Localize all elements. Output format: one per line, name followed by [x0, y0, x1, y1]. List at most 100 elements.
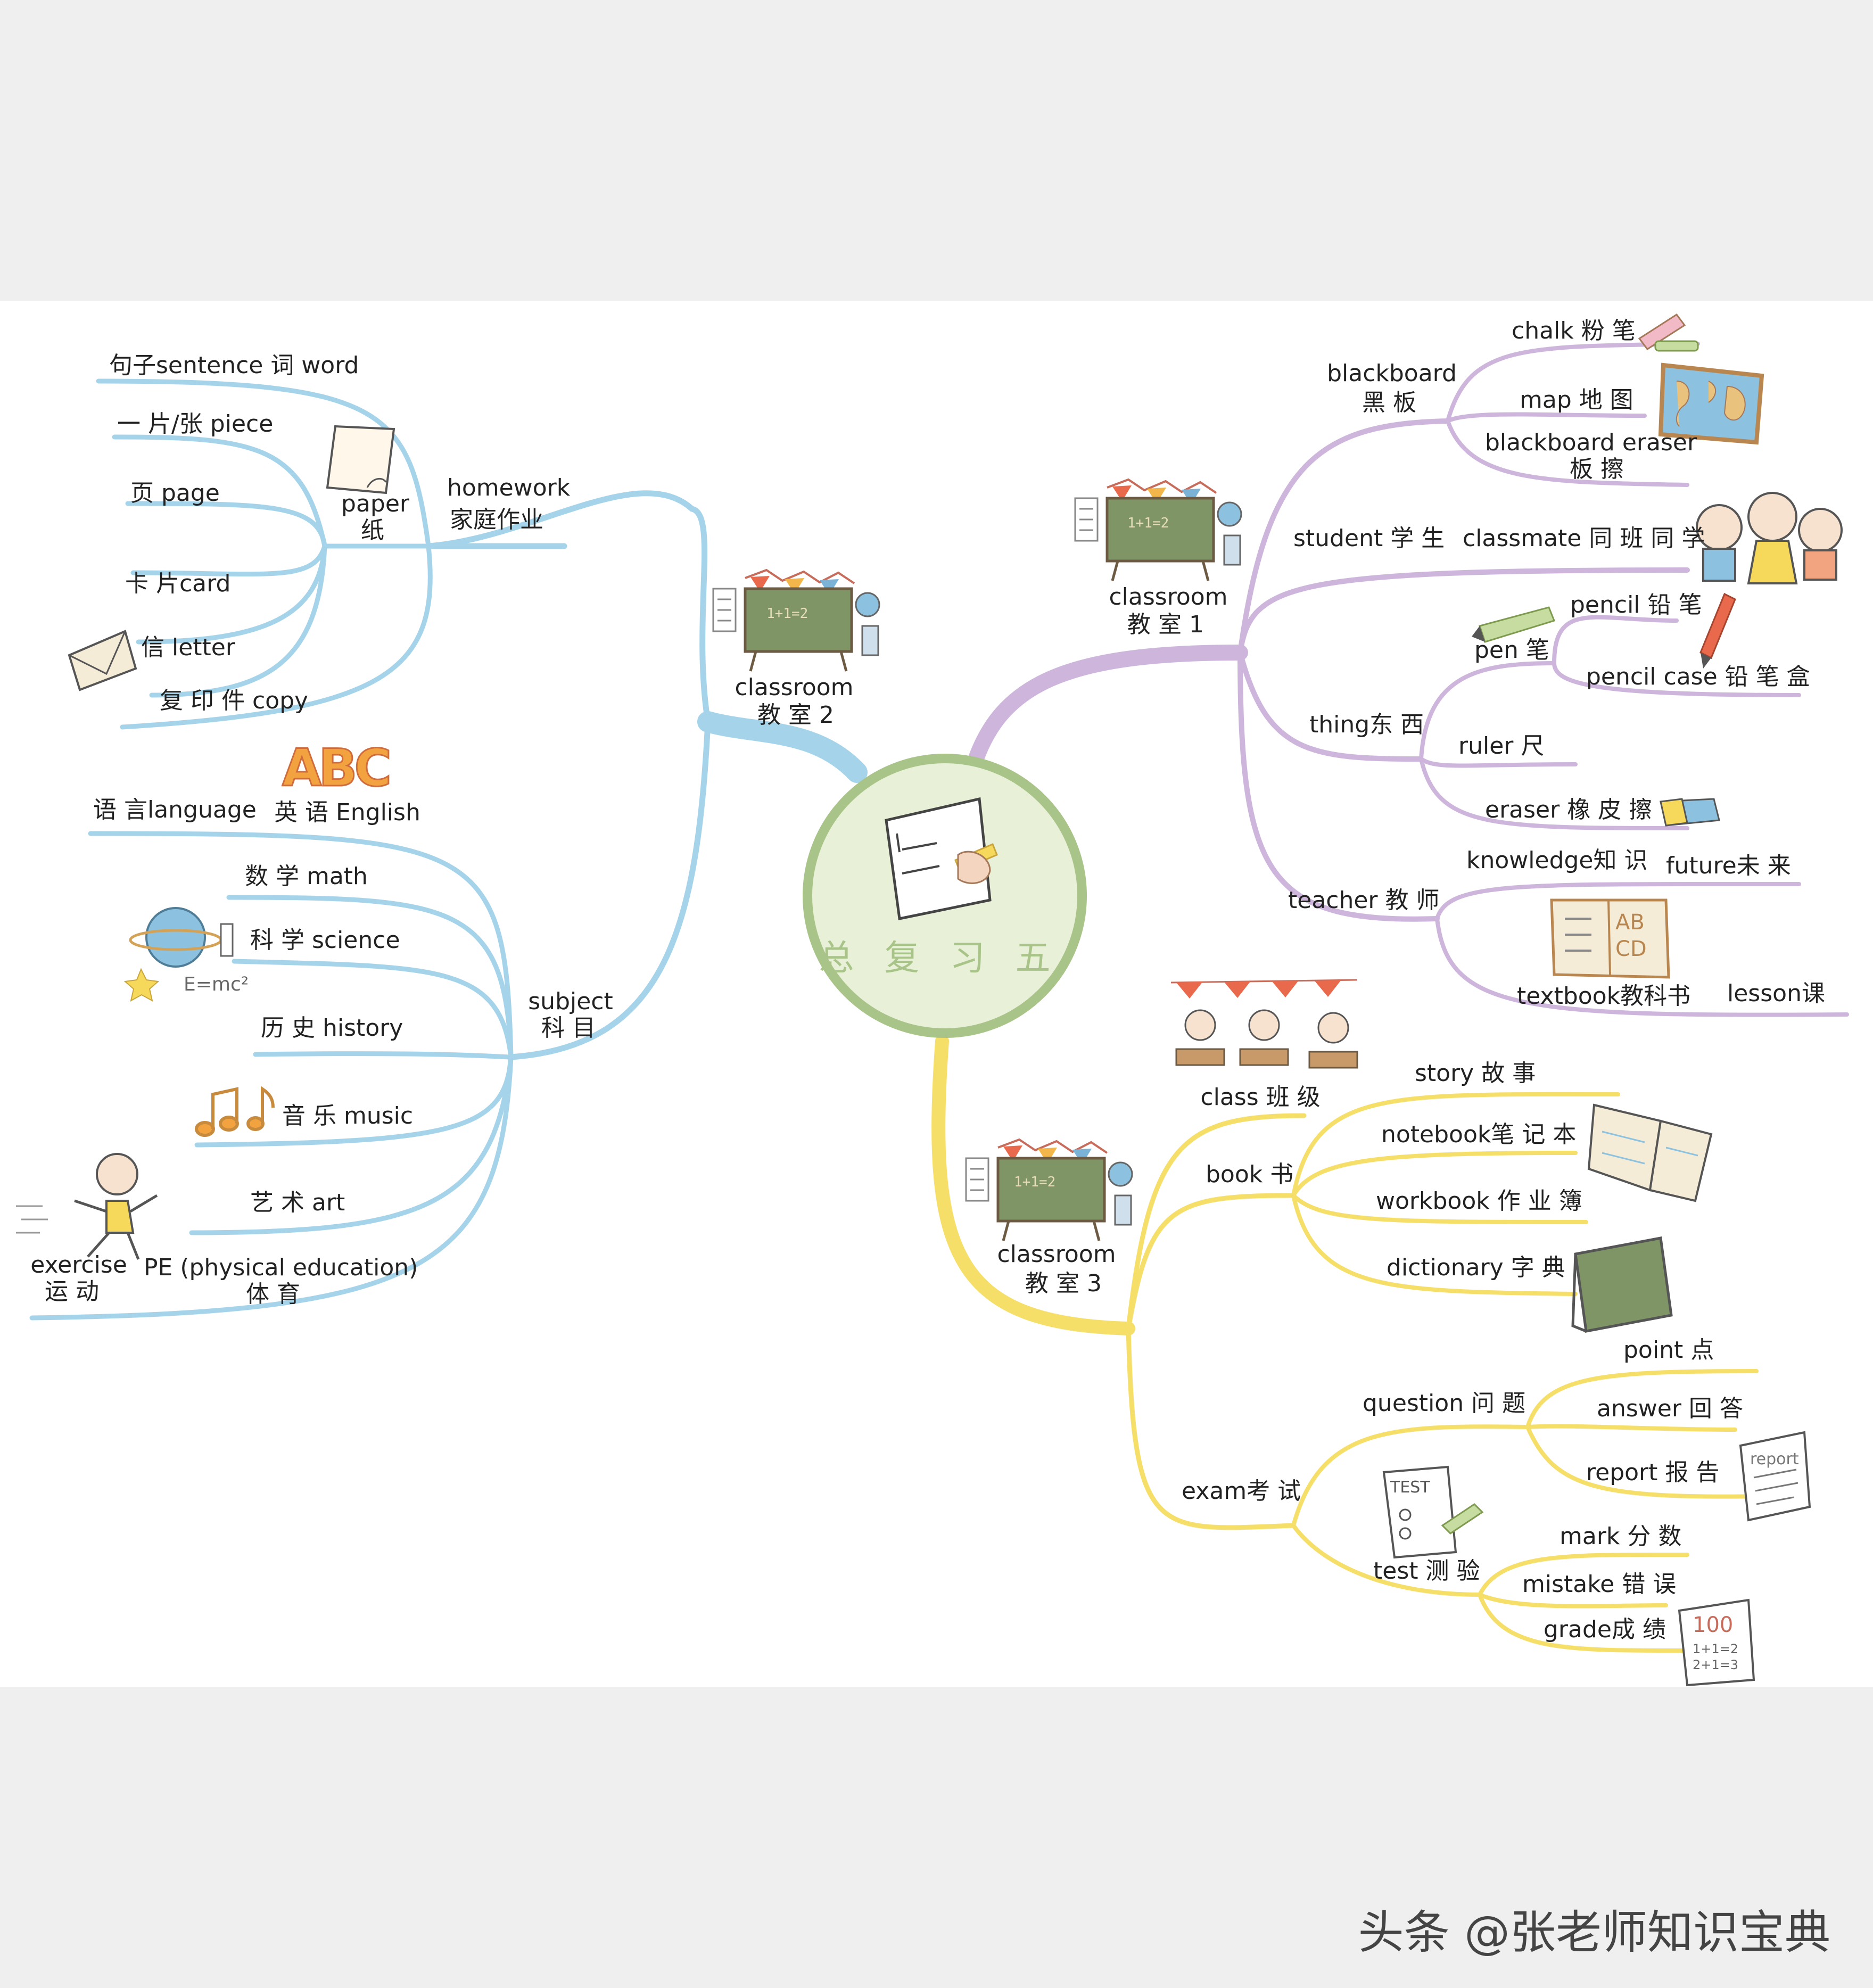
- letter-label: 信 letter: [141, 634, 235, 661]
- knowledge-label: knowledge知 识: [1466, 847, 1648, 874]
- math-label: 数 学 math: [245, 863, 368, 890]
- board-equation: 1+1=2: [1014, 1174, 1055, 1190]
- score-line-2: 2+1=3: [1693, 1657, 1738, 1672]
- pencil-label: pencil 铅 笔: [1570, 591, 1702, 618]
- exercise-cn: 运 动: [45, 1278, 99, 1305]
- ruler-label: ruler 尺: [1458, 732, 1545, 760]
- pe-cn: 体 育: [246, 1281, 300, 1308]
- report-label: report 报 告: [1586, 1459, 1720, 1486]
- paper-icon: [326, 425, 395, 494]
- english-label: 英 语 English: [274, 799, 420, 826]
- test-label: test 测 验: [1373, 1557, 1480, 1585]
- center-title: 总 复 习 五: [819, 937, 1060, 978]
- piece-label: 一 片/张 piece: [117, 410, 274, 438]
- classroom-3-cn: 教 室 3: [1025, 1270, 1102, 1297]
- teacher-label: teacher 教 师: [1288, 887, 1440, 914]
- branch-classroom-1: [966, 342, 1849, 1017]
- textbook-label: textbook教科书: [1517, 983, 1691, 1010]
- textbook-ab-text: AB: [1615, 910, 1645, 935]
- score-line-1: 1+1=2: [1693, 1641, 1738, 1656]
- homework-cn: 家庭作业: [450, 506, 543, 533]
- dictionary-label: dictionary 字 典: [1387, 1254, 1565, 1281]
- classroom-2-cn: 教 室 2: [757, 702, 834, 729]
- eraser-label: eraser 橡 皮 擦: [1485, 796, 1653, 823]
- pen-label: pen 笔: [1474, 637, 1549, 664]
- story-label: story 故 事: [1415, 1060, 1536, 1087]
- science-label: 科 学 science: [250, 927, 400, 954]
- blackboard-label: blackboard: [1327, 360, 1457, 387]
- blackboard-cn: 黑 板: [1362, 389, 1416, 416]
- history-label: 历 史 history: [261, 1014, 403, 1042]
- report-paper-icon: [1739, 1431, 1811, 1522]
- grade-label: grade成 绩: [1544, 1616, 1666, 1643]
- language-label: 语 言language: [93, 796, 257, 823]
- class-label: class 班 级: [1200, 1084, 1321, 1111]
- test-paper-icon: [1382, 1465, 1484, 1559]
- eraser-icon: [1660, 798, 1720, 827]
- board-equation: 1+1=2: [766, 606, 808, 622]
- art-label: 艺 术 art: [250, 1189, 345, 1216]
- workbook-label: workbook 作 业 簿: [1376, 1187, 1582, 1215]
- book-label: book 书: [1206, 1161, 1294, 1188]
- point-label: point 点: [1623, 1337, 1714, 1364]
- score-100-text: 100: [1693, 1613, 1733, 1637]
- subject-cn: 科 目: [541, 1014, 596, 1042]
- planet-icon: [123, 907, 234, 1002]
- mind-map-svg: 1+1=2 1+1=2 1+1=2 ABC E=mc²: [16, 313, 1849, 1687]
- mind-map-canvas: 1+1=2 1+1=2 1+1=2 ABC E=mc²: [0, 301, 1873, 1687]
- lesson-label: lesson课: [1727, 980, 1825, 1007]
- chalk-icon: [1638, 313, 1699, 352]
- dictionary-icon: [1571, 1236, 1673, 1333]
- page-label: 页 page: [130, 480, 220, 507]
- subject-label: subject: [528, 988, 613, 1015]
- center-node: [803, 754, 1087, 1038]
- blackboard-eraser-label: blackboard eraser: [1485, 429, 1697, 456]
- score-paper-icon: [1678, 1598, 1755, 1687]
- classroom-1-label: classroom: [1109, 583, 1228, 611]
- exercise-label: exercise: [30, 1251, 127, 1278]
- pencil-icon: [1699, 592, 1736, 669]
- branch-classroom-2: [29, 378, 868, 1321]
- music-notes-icon: [195, 1086, 275, 1137]
- pencil-case-label: pencil case 铅 笔 盒: [1586, 663, 1810, 690]
- chalk-label: chalk 粉 笔: [1512, 317, 1636, 344]
- notebook-label: notebook笔 记 本: [1381, 1121, 1577, 1148]
- classmate-label: classmate 同 班 同 学: [1463, 525, 1705, 552]
- exam-label: exam考 试: [1182, 1478, 1301, 1505]
- future-label: future未 来: [1666, 852, 1791, 879]
- classroom-1-cn: 教 室 1: [1127, 611, 1204, 638]
- card-label: 卡 片card: [125, 570, 231, 597]
- music-label: 音 乐 music: [282, 1102, 414, 1129]
- classroom-board-icon: [966, 1140, 1132, 1241]
- classroom-3-label: classroom: [997, 1241, 1116, 1268]
- paper-cn: 纸: [361, 517, 384, 544]
- report-paper-text: report: [1750, 1450, 1799, 1469]
- textbook-icon: [1550, 898, 1670, 979]
- world-map-icon: [1658, 362, 1764, 445]
- mark-label: mark 分 数: [1560, 1523, 1682, 1550]
- running-kid-icon: [16, 1153, 158, 1260]
- test-paper-text: TEST: [1390, 1478, 1430, 1497]
- answer-label: answer 回 答: [1597, 1395, 1743, 1422]
- mistake-label: mistake 错 误: [1522, 1571, 1677, 1598]
- paper-label: paper: [341, 490, 409, 517]
- pe-label: PE (physical education): [144, 1254, 418, 1281]
- student-label: student 学 生: [1293, 525, 1445, 552]
- board-equation: 1+1=2: [1127, 515, 1169, 531]
- thing-label: thing东 西: [1309, 711, 1424, 738]
- question-label: question 问 题: [1363, 1390, 1526, 1417]
- textbook-cd-text: CD: [1615, 937, 1647, 961]
- pen-icon: [1472, 606, 1555, 643]
- copy-label: 复 印 件 copy: [160, 687, 309, 714]
- classroom-2-label: classroom: [735, 674, 854, 701]
- map-label: map 地 图: [1520, 386, 1633, 414]
- kids-icon: [1696, 492, 1843, 584]
- homework-label: homework: [447, 474, 571, 501]
- abc-icon: ABC: [282, 738, 389, 798]
- envelope-icon: [68, 630, 137, 691]
- sentence-word-label: 句子sentence 词 word: [109, 352, 359, 379]
- notebook-icon: [1587, 1103, 1713, 1202]
- blackboard-eraser-cn: 板 擦: [1570, 456, 1624, 483]
- watermark-text: 头条 @张老师知识宝典: [1358, 1906, 1830, 1959]
- emc2-text: E=mc²: [184, 974, 249, 995]
